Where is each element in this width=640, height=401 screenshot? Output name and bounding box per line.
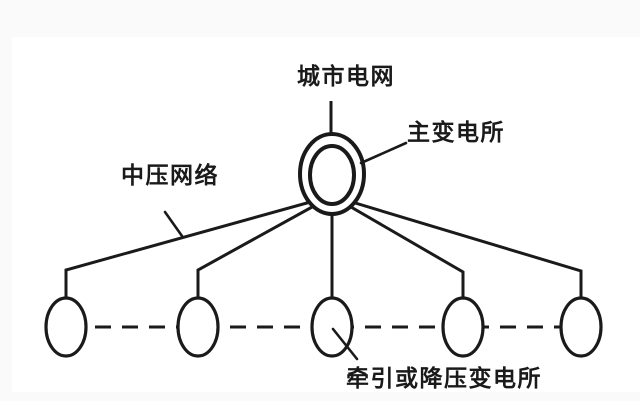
feeder-line-4 (331, 194, 465, 312)
main-substation-label: 主变电所 (407, 119, 505, 145)
mv-network-label: 中压网络 (121, 162, 219, 188)
feeder-line-5 (331, 194, 583, 312)
mv-network-leader-line (163, 210, 184, 238)
substation-node-5 (559, 296, 603, 358)
substation-node-2 (176, 296, 220, 358)
substation-node-1 (44, 296, 88, 358)
traction-substation-label: 牵引或降压变电所 (346, 365, 542, 391)
city-grid-label: 城市电网 (297, 63, 395, 89)
main-substation-inner-circle (308, 144, 356, 206)
substation-node-4 (441, 296, 485, 358)
traction-substation-leader-line (331, 327, 359, 361)
main-substation-leader-line (359, 141, 408, 165)
